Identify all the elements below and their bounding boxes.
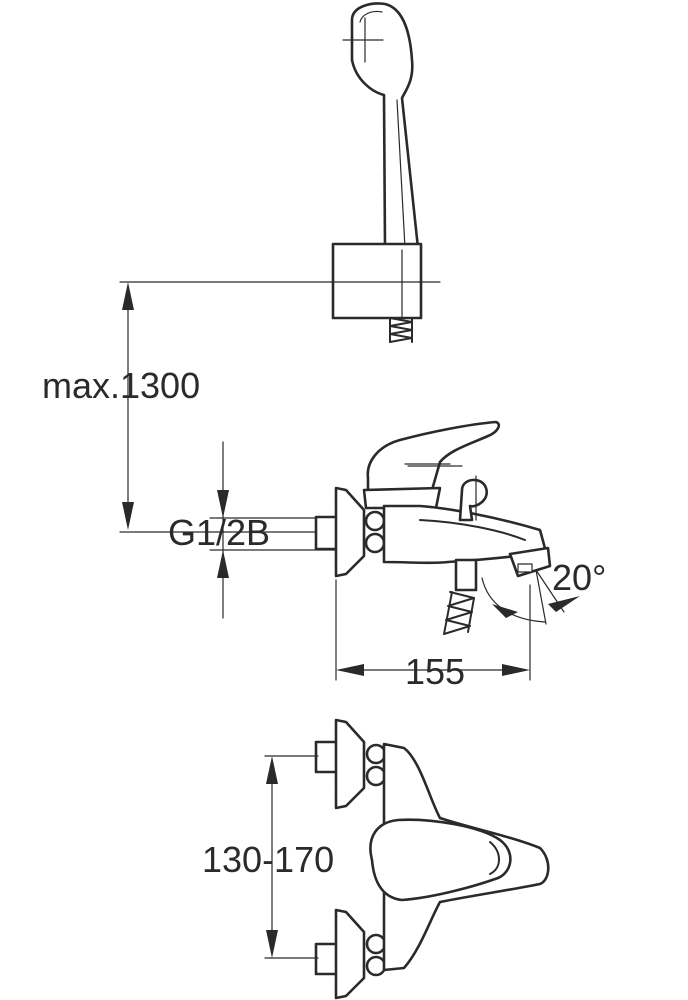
dimension-angle <box>481 569 580 625</box>
angle-label: 20° <box>552 557 606 598</box>
mixer-side-view <box>314 420 552 635</box>
depth-label: 155 <box>405 651 465 692</box>
dimension-depth <box>335 579 531 681</box>
wall-holder <box>331 242 423 343</box>
centers-label: 130-170 <box>202 839 334 880</box>
mixer-top-view <box>314 718 550 1000</box>
dimension-height <box>119 282 341 533</box>
height-label: max.1300 <box>42 365 200 406</box>
hand-shower <box>342 2 420 250</box>
thread-label: G1/2B <box>168 512 270 553</box>
dimension-thread <box>209 441 336 619</box>
dimension-centers <box>264 755 319 959</box>
